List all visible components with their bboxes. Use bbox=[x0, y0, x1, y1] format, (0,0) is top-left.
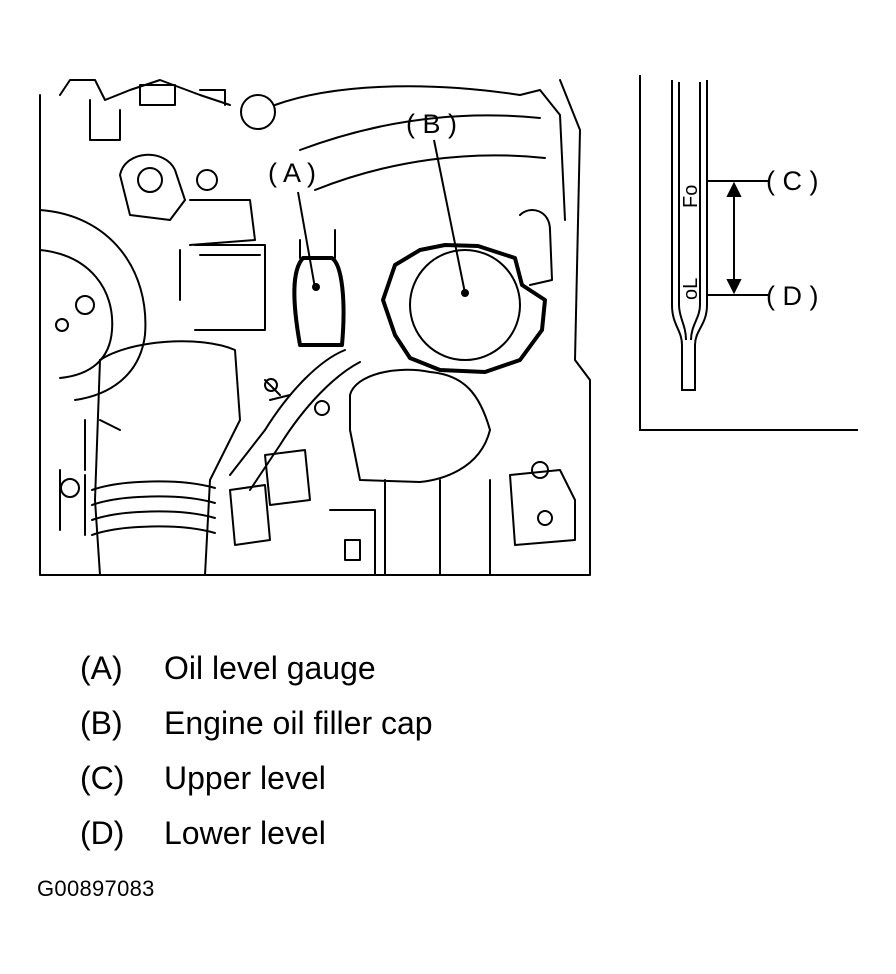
level-indicators bbox=[707, 180, 768, 296]
callout-c: ( C ) bbox=[766, 166, 818, 196]
dipstick bbox=[671, 80, 708, 391]
leader-a bbox=[297, 191, 316, 289]
callout-b: ( B ) bbox=[406, 109, 457, 139]
dipstick-full-mark: Fo bbox=[680, 185, 702, 208]
legend-letter: (A) bbox=[80, 650, 123, 686]
callout-a: ( A ) bbox=[268, 158, 316, 188]
dipstick-inset: Fo oL bbox=[639, 75, 858, 431]
legend-text: Lower level bbox=[164, 815, 326, 851]
legend-letter: (D) bbox=[80, 815, 125, 851]
dipstick-low-mark: oL bbox=[680, 278, 702, 300]
callout-leaders bbox=[297, 139, 466, 294]
figure-code: G00897083 bbox=[37, 876, 155, 901]
legend-letter: (C) bbox=[80, 760, 125, 796]
legend-text: Oil level gauge bbox=[164, 650, 376, 686]
legend-text: Upper level bbox=[164, 760, 326, 796]
callout-d: ( D ) bbox=[766, 281, 818, 311]
leader-b bbox=[433, 139, 466, 294]
engine-drawing bbox=[39, 79, 591, 576]
legend-letter: (B) bbox=[80, 705, 123, 741]
legend-text: Engine oil filler cap bbox=[164, 705, 433, 741]
engine-bay-illustration: Fo oL ( A ) ( B ) ( C ) ( D ) bbox=[39, 75, 858, 576]
inset-frame bbox=[639, 75, 858, 431]
